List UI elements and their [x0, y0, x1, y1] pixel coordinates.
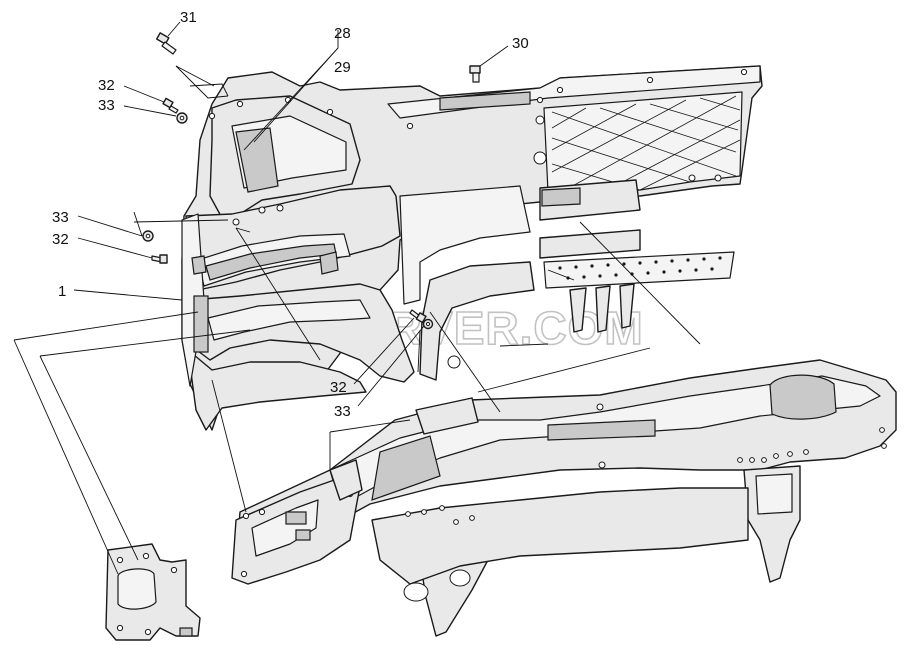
callout-32-left: 32	[52, 231, 69, 248]
fastener-bolt-32-lower	[409, 309, 427, 324]
cross-member-frame	[231, 359, 897, 637]
front-panel-assembly	[181, 65, 763, 431]
callout-32-top: 32	[98, 77, 115, 94]
callout-31: 31	[180, 9, 197, 26]
fastener-washer-33-lower	[422, 318, 434, 330]
callout-28: 28	[334, 25, 351, 42]
fastener-washer-33-upper	[176, 112, 188, 124]
fastener-bolt-32-upper	[162, 97, 179, 114]
callout-32-bottom: 32	[330, 379, 347, 396]
callout-30: 30	[512, 35, 529, 52]
callout-1: 1	[58, 283, 66, 300]
callout-29: 29	[334, 59, 351, 76]
callout-33-top: 33	[98, 97, 115, 114]
side-mount-bracket	[105, 543, 201, 641]
assembly-leader-lines	[13, 65, 701, 575]
callout-33-left: 33	[52, 209, 69, 226]
callout-labels: 31 28 29 30 32 33 33 32 1 32 33	[52, 9, 529, 420]
callout-leaders	[73, 21, 509, 407]
fastener-bolt-30	[469, 65, 481, 83]
fastener-washer-33-left	[142, 230, 154, 242]
fastener-bolt-31	[155, 32, 177, 55]
callout-33-bottom: 33	[334, 403, 351, 420]
fastener-bolt-32-left	[151, 254, 168, 264]
